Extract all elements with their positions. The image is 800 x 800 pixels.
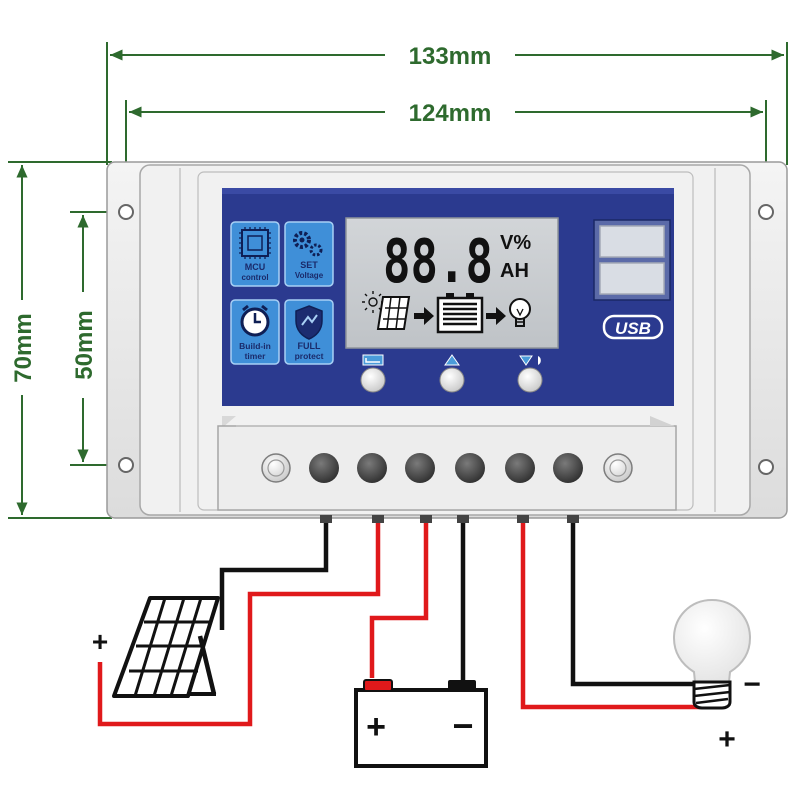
usb-port-2[interactable]: [599, 262, 665, 295]
load-plus-sign: +: [718, 723, 736, 756]
battery-icon: [354, 679, 488, 768]
solar-plus-sign: +: [92, 626, 108, 657]
solar-panel-icon: [112, 596, 220, 698]
down-button[interactable]: [517, 355, 543, 393]
feature-icons: MCU control SET Voltage Build-in timer F…: [230, 221, 334, 365]
dim-70-label: 70mm: [10, 313, 37, 382]
wire-load-negative: [570, 522, 693, 687]
full-protect-icon: FULL protect: [284, 299, 334, 365]
terminal-screw-left: [261, 453, 291, 483]
control-buttons: [360, 354, 543, 393]
terminal-battery-pos[interactable]: [405, 453, 435, 483]
usb-port-1[interactable]: [599, 225, 665, 258]
terminal-load-neg[interactable]: [553, 453, 583, 483]
terminal-block: [217, 416, 677, 511]
lcd-unit-top: V%: [500, 232, 531, 254]
mcu-control-icon: MCU control: [230, 221, 280, 287]
timer-icon: Build-in timer: [230, 299, 280, 365]
dim-50-label: 50mm: [71, 310, 98, 379]
usb-ports: USB: [593, 219, 671, 340]
mount-hole-bottom-right: [758, 459, 774, 475]
mount-hole-bottom-left: [118, 457, 134, 473]
timer-line2: timer: [245, 351, 266, 361]
wire-solar-positive: [97, 522, 381, 727]
dim-133-label: 133mm: [409, 43, 492, 70]
wiring: [97, 522, 708, 727]
arrow-to-load-icon: [486, 307, 506, 325]
timer-line1: Build-in: [239, 341, 271, 351]
lcd-solar-panel-icon: [376, 296, 411, 330]
wire-load-positive: [520, 522, 708, 710]
terminal-load-pos[interactable]: [505, 453, 535, 483]
light-bulb-icon: [672, 598, 752, 710]
mount-hole-top-right: [758, 204, 774, 220]
wire-stubs: [320, 515, 579, 523]
terminal-screw-right: [603, 453, 633, 483]
lcd-bulb-icon: [509, 298, 531, 327]
battery-minus-sign: −: [452, 705, 473, 746]
set-line2: Voltage: [295, 271, 324, 280]
load-minus-sign: −: [743, 668, 761, 701]
arrow-to-battery-icon: [414, 307, 434, 325]
wire-battery-positive: [369, 522, 429, 678]
dim-124-label: 124mm: [409, 100, 492, 127]
set-voltage-icon: SET Voltage: [284, 221, 334, 287]
terminal-solar-neg[interactable]: [309, 453, 339, 483]
lcd-battery-icon: [436, 293, 484, 334]
battery-plus-sign: +: [366, 708, 386, 746]
mcu-line1: MCU: [245, 262, 266, 272]
mcu-line2: control: [241, 273, 268, 282]
usb-badge: [602, 314, 664, 340]
lcd-display: 88.8 V% AH: [345, 217, 559, 349]
protect-line1: FULL: [298, 341, 321, 351]
terminal-solar-pos[interactable]: [357, 453, 387, 483]
protect-line2: protect: [295, 351, 324, 361]
wire-solar-negative: [219, 522, 329, 630]
lcd-unit-bottom: AH: [500, 260, 529, 282]
lcd-digits: 88.8: [383, 227, 493, 297]
up-button[interactable]: [439, 354, 465, 393]
mount-hole-top-left: [118, 204, 134, 220]
set-line1: SET: [300, 260, 318, 270]
usb-label: USB: [615, 319, 651, 338]
panel-top-highlight: [222, 188, 674, 194]
terminal-battery-neg[interactable]: [455, 453, 485, 483]
menu-button[interactable]: [360, 354, 386, 393]
